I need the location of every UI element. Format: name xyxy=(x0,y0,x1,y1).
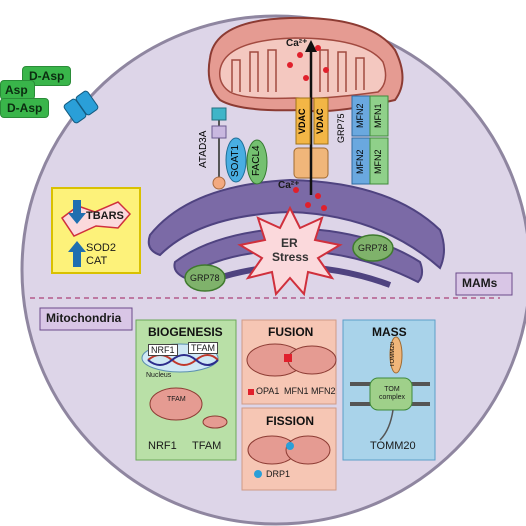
er-stress-line2: Stress xyxy=(272,250,309,264)
drp1-legend-icon xyxy=(254,470,262,478)
opa1-marker xyxy=(284,354,292,362)
nrf1-box-label: NRF1 xyxy=(148,344,178,356)
facl4-label: FACL4 xyxy=(251,145,262,177)
mfn2-b-label: MFN2 xyxy=(373,149,383,175)
tom-complex-shape xyxy=(369,377,413,411)
mitochondrion xyxy=(207,16,404,113)
mfn2-a-label: MFN2 xyxy=(355,103,365,129)
mitochondria-label-box xyxy=(39,307,133,331)
d-asp-label-2: D-Asp xyxy=(0,98,50,118)
tomm20-tail xyxy=(379,409,394,441)
mfn1-top-label: MFN1 xyxy=(373,103,383,129)
vdac1-label: VDAC xyxy=(297,108,307,134)
down-arrow-icon xyxy=(68,213,86,224)
mass-title: MASS xyxy=(372,325,407,339)
mams-label-box xyxy=(455,272,513,296)
tfam-box-label: TFAM xyxy=(188,342,218,354)
mitochondria-label: Mitochondria xyxy=(46,311,122,325)
vdac1-shape xyxy=(295,97,311,145)
nucleus-label: Nucleus xyxy=(146,372,172,379)
tfam-label: TFAM xyxy=(192,440,222,452)
fission-title: FISSION xyxy=(266,414,315,428)
tomm20-label: TOMM20 xyxy=(370,440,416,452)
biogenesis-title: BIOGENESIS xyxy=(148,325,223,339)
calcium-ions xyxy=(287,45,329,211)
atad3a-label: ATAD3A xyxy=(198,130,209,168)
grp78-right-shape xyxy=(352,234,394,262)
er-stress-line1: ER xyxy=(281,236,298,250)
cat-label: CAT xyxy=(86,255,108,267)
opa1-legend: OPA1 xyxy=(256,386,280,396)
arrow-head xyxy=(305,40,317,52)
ca-top-label: Ca²⁺ xyxy=(286,38,308,49)
dna-strand-2 xyxy=(147,354,219,366)
mams-label: MAMs xyxy=(462,276,498,290)
sod2-label: SOD2 xyxy=(86,242,116,254)
grp78-right-label: GRP78 xyxy=(358,243,388,253)
fusion-title: FUSION xyxy=(268,325,314,339)
fission-mito-right xyxy=(285,435,331,465)
up-arrow-icon xyxy=(73,251,81,267)
facl4-shape xyxy=(246,139,268,185)
grp78-left-shape xyxy=(184,264,226,292)
nrf1-label: NRF1 xyxy=(148,440,177,452)
grp78-left-label: GRP78 xyxy=(190,273,220,283)
biogenesis-mito xyxy=(149,387,203,421)
oxidative-stress-box xyxy=(51,187,141,274)
drp1-marker xyxy=(286,442,294,450)
vdac2-shape xyxy=(313,97,329,145)
ca-bottom-label: Ca²⁺ xyxy=(278,180,300,191)
mfn2-c-label: MFN2 xyxy=(355,149,365,175)
asp-label: Asp xyxy=(0,80,35,100)
down-arrow-icon xyxy=(73,200,81,214)
atad3a-mid xyxy=(211,125,227,139)
atad3a-base xyxy=(212,176,226,190)
tom-complex-label: TOM complex xyxy=(378,386,406,401)
er-stress-star xyxy=(237,205,343,297)
vdac2-label: VDAC xyxy=(315,108,325,134)
membrane-channel-icon xyxy=(63,90,99,124)
mfn1-shape xyxy=(369,137,389,185)
tfam-small-label: TFAM xyxy=(167,396,186,403)
tomm20-shape xyxy=(389,336,403,374)
tomm20-small-label: TOMM20 xyxy=(390,342,396,368)
drp1-legend: DRP1 xyxy=(266,469,291,479)
mfn1-legend: MFN1 xyxy=(284,386,309,396)
fusion-mito-right xyxy=(287,345,337,375)
atad3a-head xyxy=(211,107,227,121)
soat1-shape xyxy=(225,137,247,183)
mfn2-b-shape xyxy=(369,95,389,137)
soat1-label: SOAT1 xyxy=(230,144,241,178)
tbars-label: TBARS xyxy=(86,210,124,222)
grp75-label: GRP75 xyxy=(336,113,346,143)
up-arrow-icon xyxy=(68,241,86,252)
opa1-legend-icon xyxy=(248,389,254,395)
mfn2-legend: MFN2 xyxy=(311,386,336,396)
biogenesis-mito-small xyxy=(202,415,228,429)
